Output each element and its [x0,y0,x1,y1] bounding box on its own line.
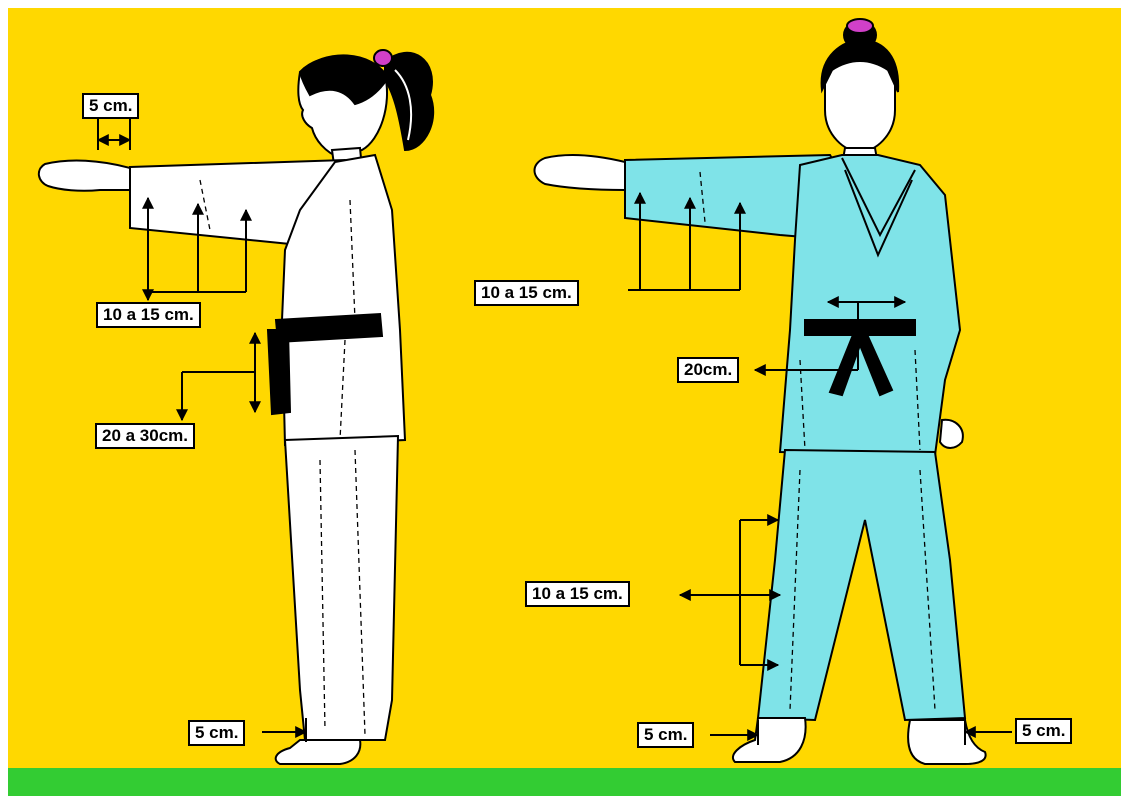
front-trouser-hem-left-label: 5 cm. [637,722,694,748]
front-jacket [780,155,960,455]
side-jacket-length-label: 20 a 30cm. [95,423,195,449]
front-belt-ends-label: 20cm. [677,357,739,383]
front-trouser-hem-right-label: 5 cm. [1015,718,1072,744]
front-trouser-width-label: 10 a 15 cm. [525,581,630,607]
side-trouser-hem-label: 5 cm. [188,720,245,746]
side-hand [39,161,130,191]
front-sleeve-width-label: 10 a 15 cm. [474,280,579,306]
hair-tie [374,50,392,66]
side-sleeve-width-label: 10 a 15 cm. [96,302,201,328]
side-trousers [285,436,398,740]
side-sleeve-end-label: 5 cm. [82,93,139,119]
front-hair-tie [847,19,873,33]
side-belt [276,314,382,342]
front-hand [534,155,625,190]
front-head [825,55,895,152]
ground [8,768,1121,796]
